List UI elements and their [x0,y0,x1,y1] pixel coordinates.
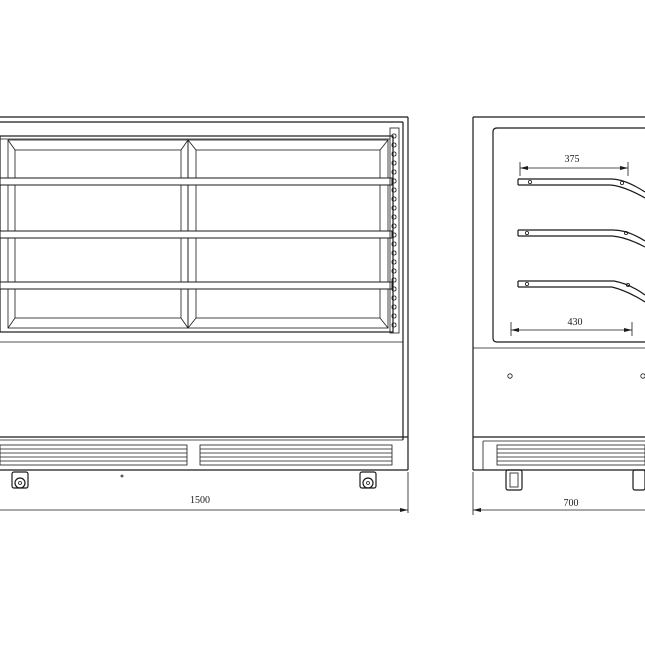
bracket-hole [391,241,397,247]
bracket-hole [391,268,397,274]
bracket-hole [391,277,397,283]
front-shelf-2 [0,230,393,239]
bracket-hole [391,214,397,220]
bracket-hole [391,286,397,292]
bracket-hole [391,250,397,256]
base-depth-label: 430 [568,317,583,328]
side-depth-dimension: 700 [472,472,645,515]
side-vent-grille [496,444,645,466]
shelf-depth-label: 375 [565,154,580,165]
front-width-dimension: 1500 [0,472,409,513]
bracket-hole [391,259,397,265]
side-knob-left [507,373,513,379]
bracket-hole [391,205,397,211]
bracket-hole [391,196,397,202]
front-right-caster [359,471,377,489]
bracket-hole [391,313,397,319]
bracket-hole [391,133,397,139]
bracket-hole [391,322,397,328]
bracket-hole [391,151,397,157]
front-view: 1500 [0,116,409,513]
bracket-hole [391,178,397,184]
front-left-caster [11,471,29,489]
side-view: 375 430 [472,116,645,515]
bracket-hole [391,304,397,310]
right-vent-grille [199,444,393,466]
bracket-hole [391,160,397,166]
bracket-hole [391,169,397,175]
bracket-hole [391,187,397,193]
front-shelf-3 [0,281,393,290]
shelf-depth-dimension: 375 [519,154,629,176]
shelf-bracket-column [389,127,400,334]
side-shelf-3 [517,280,645,303]
bracket-hole [391,142,397,148]
front-width-label: 1500 [190,495,210,506]
front-shelf-1 [0,177,393,186]
side-knob-right [640,373,645,379]
left-vent-grille [0,444,188,466]
side-glass-panel [492,127,645,343]
base-depth-dimension: 430 [510,317,633,336]
side-left-caster [505,469,523,491]
bracket-hole [391,295,397,301]
side-right-caster [632,469,645,491]
side-depth-label: 700 [564,498,579,509]
side-shelf-2 [517,229,645,248]
bracket-hole [391,223,397,229]
side-shelf-1 [517,178,645,199]
bracket-hole [391,232,397,238]
front-glass-frame [0,135,394,333]
